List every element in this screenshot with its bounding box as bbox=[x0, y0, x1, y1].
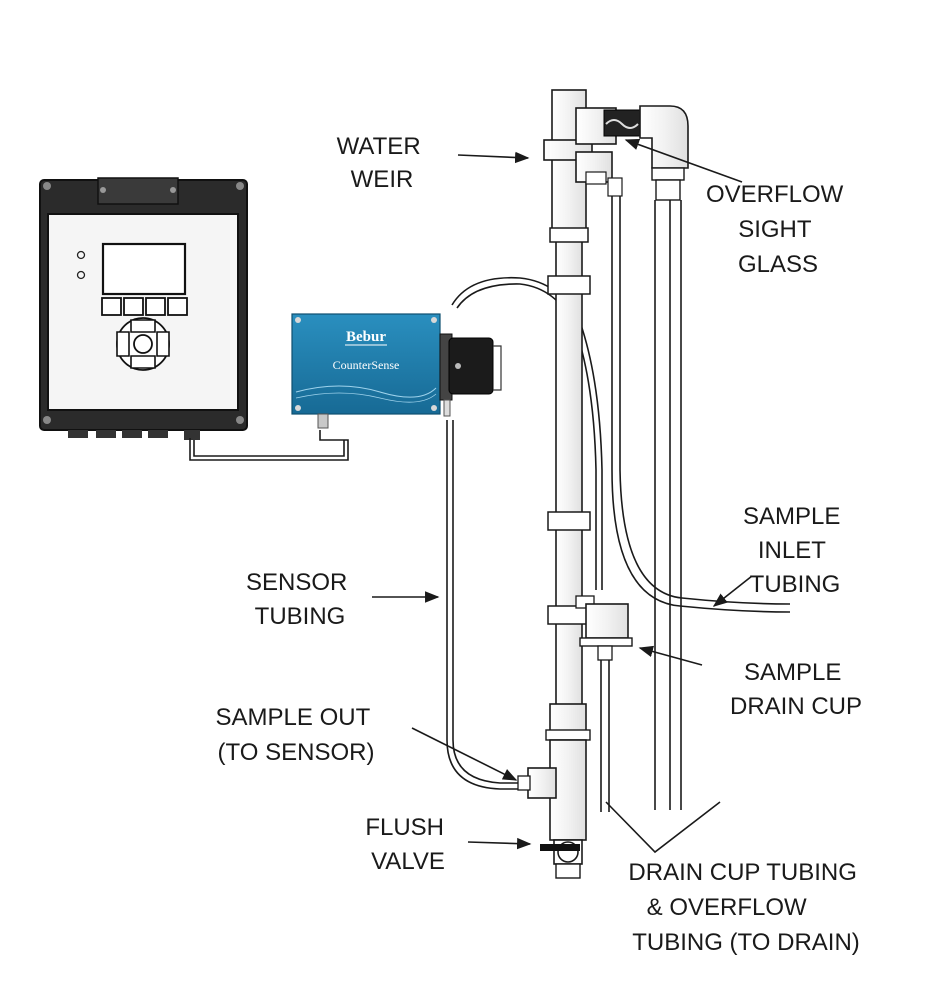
label-sample-out: SAMPLE OUT (TO SENSOR) bbox=[216, 704, 377, 766]
flush-valve-arrow bbox=[467, 837, 532, 850]
sample-out-arrow bbox=[411, 727, 518, 781]
flush-valve bbox=[540, 839, 583, 879]
label-drain-tubing: DRAIN CUP TUBING & OVERFLOW TUBING (TO D… bbox=[628, 859, 863, 956]
status-led bbox=[76, 250, 86, 260]
sensor-brand: Bebur bbox=[346, 329, 386, 345]
label-sample-inlet-tubing: SAMPLE INLET TUBING bbox=[743, 503, 847, 598]
signal-cable bbox=[189, 430, 349, 461]
sensor-product-name: CounterSense bbox=[333, 358, 400, 372]
label-water-weir: WATER WEIR bbox=[337, 133, 428, 193]
drain-chevron bbox=[605, 801, 721, 854]
water-weir-column bbox=[517, 89, 689, 879]
sensor-tubing bbox=[452, 420, 528, 784]
label-sample-drain-cup: SAMPLE DRAIN CUP bbox=[730, 659, 862, 720]
softkey bbox=[145, 297, 166, 316]
countersense-sensor: Bebur CounterSense bbox=[291, 313, 502, 429]
label-overflow-sight-glass: OVERFLOW SIGHT GLASS bbox=[706, 181, 850, 278]
sample-drain-cup bbox=[575, 595, 633, 661]
softkey bbox=[123, 297, 144, 316]
controller-display bbox=[101, 242, 187, 296]
dpad bbox=[116, 317, 170, 371]
sample-drain-cup-arrow bbox=[638, 645, 703, 666]
sample-inlet-arrow bbox=[712, 575, 753, 607]
status-led bbox=[76, 270, 86, 280]
softkey bbox=[101, 297, 122, 316]
label-sensor-tubing: SENSOR TUBING bbox=[246, 569, 354, 630]
controller-unit bbox=[39, 177, 248, 440]
overflow-sight-glass bbox=[603, 109, 645, 137]
overflow-sight-glass-arrow bbox=[624, 138, 743, 183]
softkey bbox=[167, 297, 188, 316]
water-weir-arrow bbox=[457, 151, 530, 164]
label-flush-valve: FLUSH VALVE bbox=[365, 814, 450, 875]
